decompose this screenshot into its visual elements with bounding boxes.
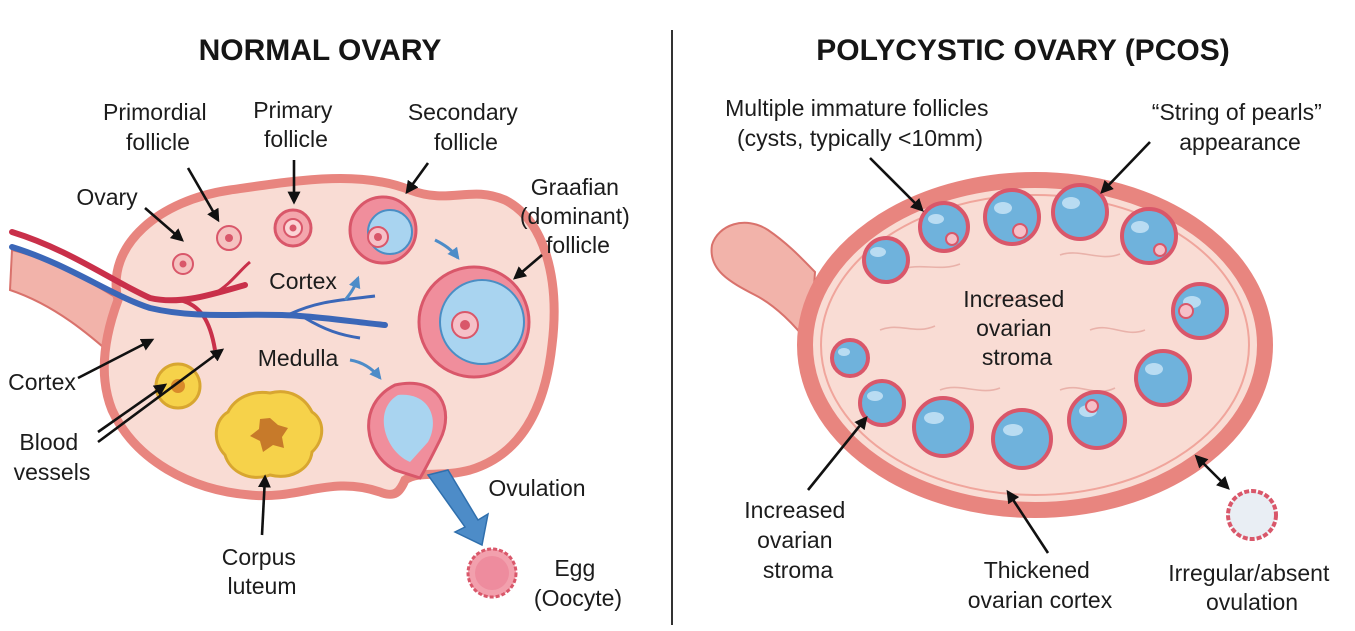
primordial-pointer — [186, 167, 220, 223]
vein-branch — [304, 316, 361, 340]
pearls-pointer — [1100, 141, 1151, 194]
label-primary-follicle: Primary follicle — [253, 97, 339, 152]
vein — [9, 244, 388, 328]
label-string-of-pearls: “String of pearls” appearance — [1152, 99, 1328, 155]
corpus-luteum-pointer — [257, 474, 271, 536]
label-increased-stroma-side: Increased ovarian stroma — [744, 497, 851, 583]
label-cortex-inner: Cortex — [269, 268, 337, 294]
secondary-follicle — [348, 195, 418, 265]
cyst-follicle — [912, 396, 974, 458]
corpus-luteum — [214, 390, 324, 479]
normal-title: NORMAL OVARY — [199, 34, 442, 67]
cyst-follicle — [1171, 282, 1229, 340]
medulla-arrow — [349, 358, 382, 380]
cyst-follicle — [1067, 390, 1127, 450]
label-thickened-cortex: Thickened ovarian cortex — [968, 557, 1113, 613]
irregular-ovulation-follicle — [1226, 489, 1278, 541]
cyst-follicle — [830, 338, 870, 378]
secondary-pointer — [405, 162, 430, 195]
label-medulla: Medulla — [258, 345, 339, 371]
pcos-ovary-panel: POLYCYSTIC OVARY (PCOS) — [710, 34, 1335, 615]
follicle-growth-arrow — [434, 238, 460, 260]
label-secondary-follicle: Secondary follicle — [408, 99, 524, 155]
pcos-title: POLYCYSTIC OVARY (PCOS) — [816, 34, 1229, 67]
graafian-pointer — [513, 254, 543, 280]
primary-follicle — [273, 208, 313, 248]
primordial-follicle — [172, 253, 194, 275]
cyst-follicle — [1051, 183, 1109, 241]
label-primordial-follicle: Primordial follicle — [103, 99, 213, 155]
ovulation-arrow — [426, 469, 490, 547]
label-irregular-ovulation: Irregular/absent ovulation — [1168, 560, 1335, 615]
ovary-pointer — [144, 207, 184, 242]
stroma-side-pointer — [806, 415, 868, 491]
label-ovulation: Ovulation — [488, 475, 585, 501]
blood-vessels-pointer — [97, 383, 168, 434]
thickened-pointer — [1006, 489, 1050, 554]
cyst-follicle — [1134, 349, 1192, 407]
immature-pointer — [869, 157, 924, 212]
label-increased-stroma-center: Increased ovarian stroma — [963, 286, 1070, 370]
cyst-follicle — [918, 201, 970, 253]
label-graafian-follicle: Graafian (dominant) follicle — [520, 174, 636, 258]
label-ovary: Ovary — [76, 184, 138, 210]
label-blood-vessels: Blood vessels — [14, 429, 91, 485]
cyst-follicle — [991, 408, 1053, 470]
egg-oocyte — [466, 547, 518, 599]
artery-branch — [214, 260, 251, 295]
label-egg-oocyte: Egg (Oocyte) — [534, 555, 622, 611]
cyst-follicle — [1120, 207, 1178, 265]
label-immature-follicles: Multiple immature follicles (cysts, typi… — [725, 95, 995, 151]
label-cortex-outer: Cortex — [8, 369, 76, 395]
label-corpus-luteum: Corpus luteum — [222, 544, 303, 599]
primordial-follicle — [216, 225, 242, 251]
ovulating-follicle — [367, 381, 448, 480]
cortex-arrow — [343, 275, 361, 301]
irregular-pointer — [1194, 454, 1230, 490]
cyst-follicle — [858, 379, 906, 427]
artery — [9, 229, 248, 304]
cyst-follicle — [862, 236, 910, 284]
normal-ovary-panel: NORMAL OVARY — [8, 34, 636, 611]
cortex-outer-pointer — [77, 338, 155, 380]
blood-vessels-pointer — [97, 348, 225, 444]
graafian-follicle — [417, 265, 531, 379]
vein-branch — [289, 294, 376, 316]
stroma-texture — [879, 252, 1146, 393]
pcos-cortex-line — [820, 194, 1250, 496]
cyst-follicle — [983, 188, 1041, 246]
